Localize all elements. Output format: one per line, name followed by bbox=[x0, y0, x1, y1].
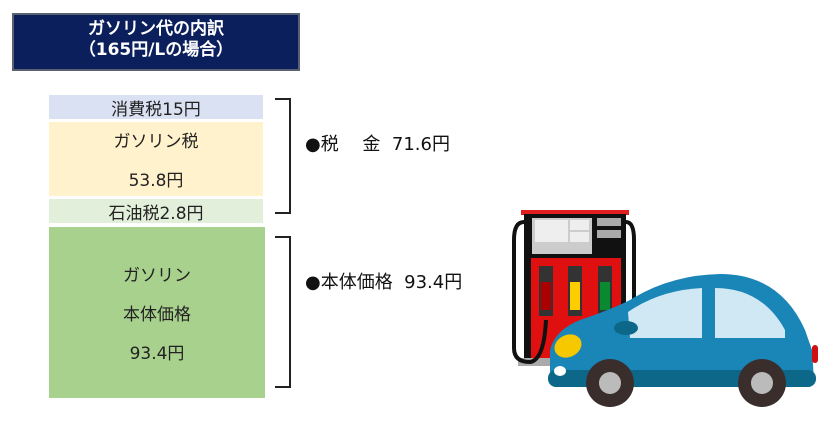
car-icon bbox=[548, 274, 818, 407]
base-price-line1: ガソリン bbox=[123, 266, 191, 286]
base-total-label: ●本体価格 93.4円 bbox=[305, 272, 463, 293]
petroleum-tax-box: 石油税2.8円 bbox=[49, 199, 263, 224]
title-line2: （165円/Lの場合） bbox=[78, 40, 234, 60]
gas-pump-car-illustration bbox=[512, 210, 818, 407]
tax-total-label: ●税 金 71.6円 bbox=[305, 134, 450, 155]
gasoline-tax-box: ガソリン税 53.8円 bbox=[49, 122, 263, 196]
consumption-tax-label: 消費税15円 bbox=[111, 99, 201, 120]
title-line1: ガソリン代の内訳 bbox=[88, 19, 224, 39]
page-title: ガソリン代の内訳 （165円/Lの場合） bbox=[12, 13, 300, 71]
base-bracket bbox=[275, 236, 291, 388]
base-price-box: ガソリン本体価格 93.4円 bbox=[49, 227, 265, 398]
petroleum-tax-label: 石油税2.8円 bbox=[108, 203, 204, 224]
tax-bracket bbox=[275, 98, 291, 214]
consumption-tax-box: 消費税15円 bbox=[49, 95, 263, 120]
base-price-value: 93.4円 bbox=[129, 344, 185, 364]
gasoline-tax-value: 53.8円 bbox=[128, 171, 184, 191]
base-price-line2: 本体価格 bbox=[123, 305, 191, 325]
gasoline-tax-label: ガソリン税 bbox=[113, 132, 199, 152]
